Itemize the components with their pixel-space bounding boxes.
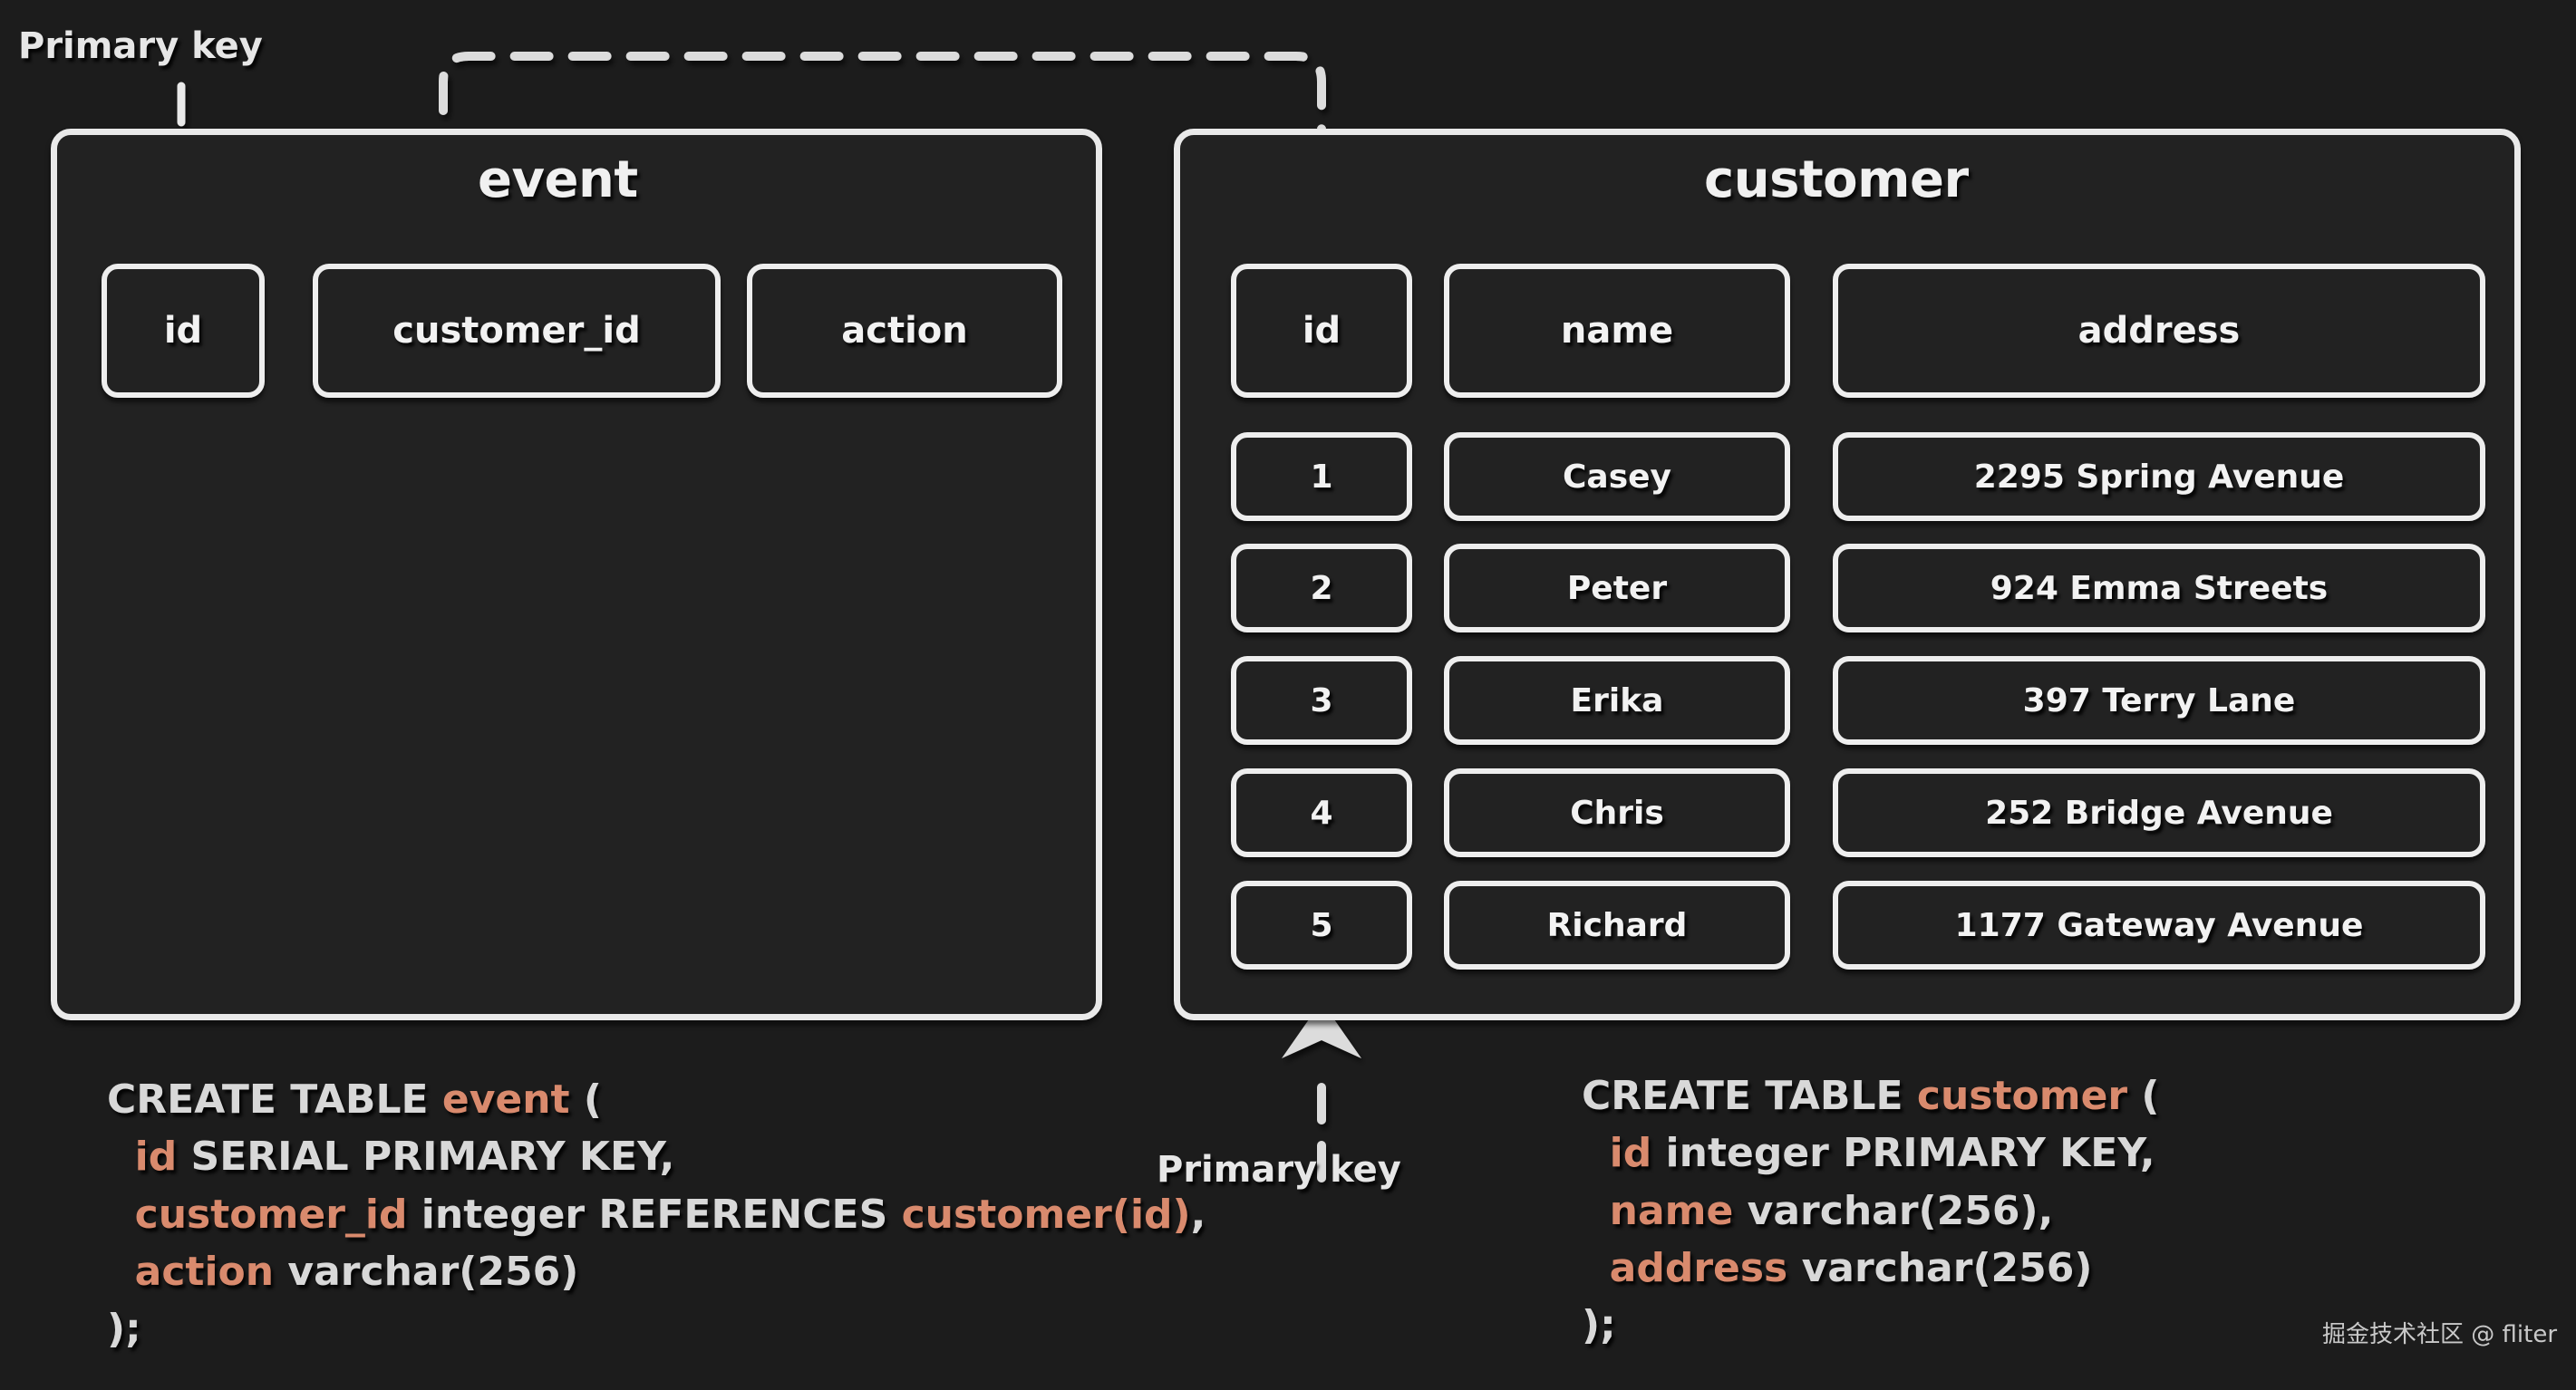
customer-row-4-name: Chris (1444, 768, 1790, 857)
customer-row-3-id: 3 (1231, 656, 1412, 745)
watermark: 掘金技术社区 @ fliter (2322, 1321, 2558, 1348)
event-column-customer-id: customer_id (313, 264, 721, 398)
customer-row-5-id: 5 (1231, 881, 1412, 970)
customer-row-2-id: 2 (1231, 544, 1412, 632)
customer-row-2-address: 924 Emma Streets (1833, 544, 2485, 632)
customer-sql-l4-indent (1582, 1245, 1610, 1291)
event-sql-l3-comma: , (1190, 1191, 1206, 1238)
customer-table-title: customer (1704, 150, 1969, 209)
customer-sql-l4-type: varchar(256) (1787, 1245, 2093, 1292)
customer-column-id: id (1231, 264, 1412, 398)
customer-sql-l3-type: varchar(256), (1733, 1187, 2054, 1234)
event-create-table-sql: CREATE TABLE event ( id SERIAL PRIMARY K… (107, 1071, 1206, 1358)
customer-row-4-address: 252 Bridge Avenue (1833, 768, 2485, 857)
event-sql-l4-type: varchar(256) (274, 1249, 579, 1296)
event-sql-l1-identifier: event (441, 1076, 570, 1123)
customer-sql-l5-close: ); (1582, 1302, 1616, 1349)
customer-row-1-address: 2295 Spring Avenue (1833, 432, 2485, 521)
event-sql-l1-keyword: CREATE TABLE (107, 1076, 442, 1123)
customer-sql-l2-indent (1582, 1130, 1610, 1176)
customer-sql-l4-identifier: address (1609, 1245, 1788, 1292)
event-sql-l2-indent (107, 1134, 135, 1180)
customer-sql-l2-type: integer PRIMARY KEY, (1651, 1130, 2155, 1177)
customer-row-1-id: 1 (1231, 432, 1412, 521)
customer-column-address: address (1833, 264, 2485, 398)
event-sql-l4-indent (107, 1249, 135, 1295)
customer-row-2-name: Peter (1444, 544, 1790, 632)
event-sql-l3-indent (107, 1192, 135, 1238)
customer-sql-l1-paren: ( (2127, 1073, 2160, 1119)
customer-sql-l1-keyword: CREATE TABLE (1582, 1073, 1917, 1119)
event-sql-l3-reference: customer(id) (901, 1191, 1191, 1238)
primary-key-bottom-label: Primary key (1157, 1149, 1401, 1191)
event-column-action: action (747, 264, 1062, 398)
customer-sql-l3-identifier: name (1609, 1187, 1734, 1234)
event-sql-l2-identifier: id (134, 1134, 178, 1181)
customer-sql-l2-identifier: id (1609, 1130, 1652, 1177)
primary-key-top-label: Primary key (18, 25, 263, 67)
customer-row-5-name: Richard (1444, 881, 1790, 970)
event-sql-l5-close: ); (107, 1306, 141, 1353)
event-sql-l2-type: SERIAL PRIMARY KEY, (177, 1134, 675, 1181)
event-table-container (51, 129, 1102, 1020)
customer-row-4-id: 4 (1231, 768, 1412, 857)
customer-row-5-address: 1177 Gateway Avenue (1833, 881, 2485, 970)
customer-column-name: name (1444, 264, 1790, 398)
event-table-title: event (478, 150, 638, 209)
customer-sql-l3-indent (1582, 1188, 1610, 1234)
customer-create-table-sql: CREATE TABLE customer ( id integer PRIMA… (1582, 1067, 2160, 1355)
event-sql-l4-identifier: action (134, 1249, 275, 1296)
event-sql-l3-identifier: customer_id (134, 1191, 408, 1238)
customer-sql-l1-identifier: customer (1916, 1073, 2128, 1119)
customer-row-1-name: Casey (1444, 432, 1790, 521)
customer-row-3-address: 397 Terry Lane (1833, 656, 2485, 745)
event-sql-l1-paren: ( (569, 1076, 603, 1123)
event-column-id: id (102, 264, 265, 398)
customer-row-3-name: Erika (1444, 656, 1790, 745)
event-sql-l3-type: integer REFERENCES (407, 1191, 902, 1238)
